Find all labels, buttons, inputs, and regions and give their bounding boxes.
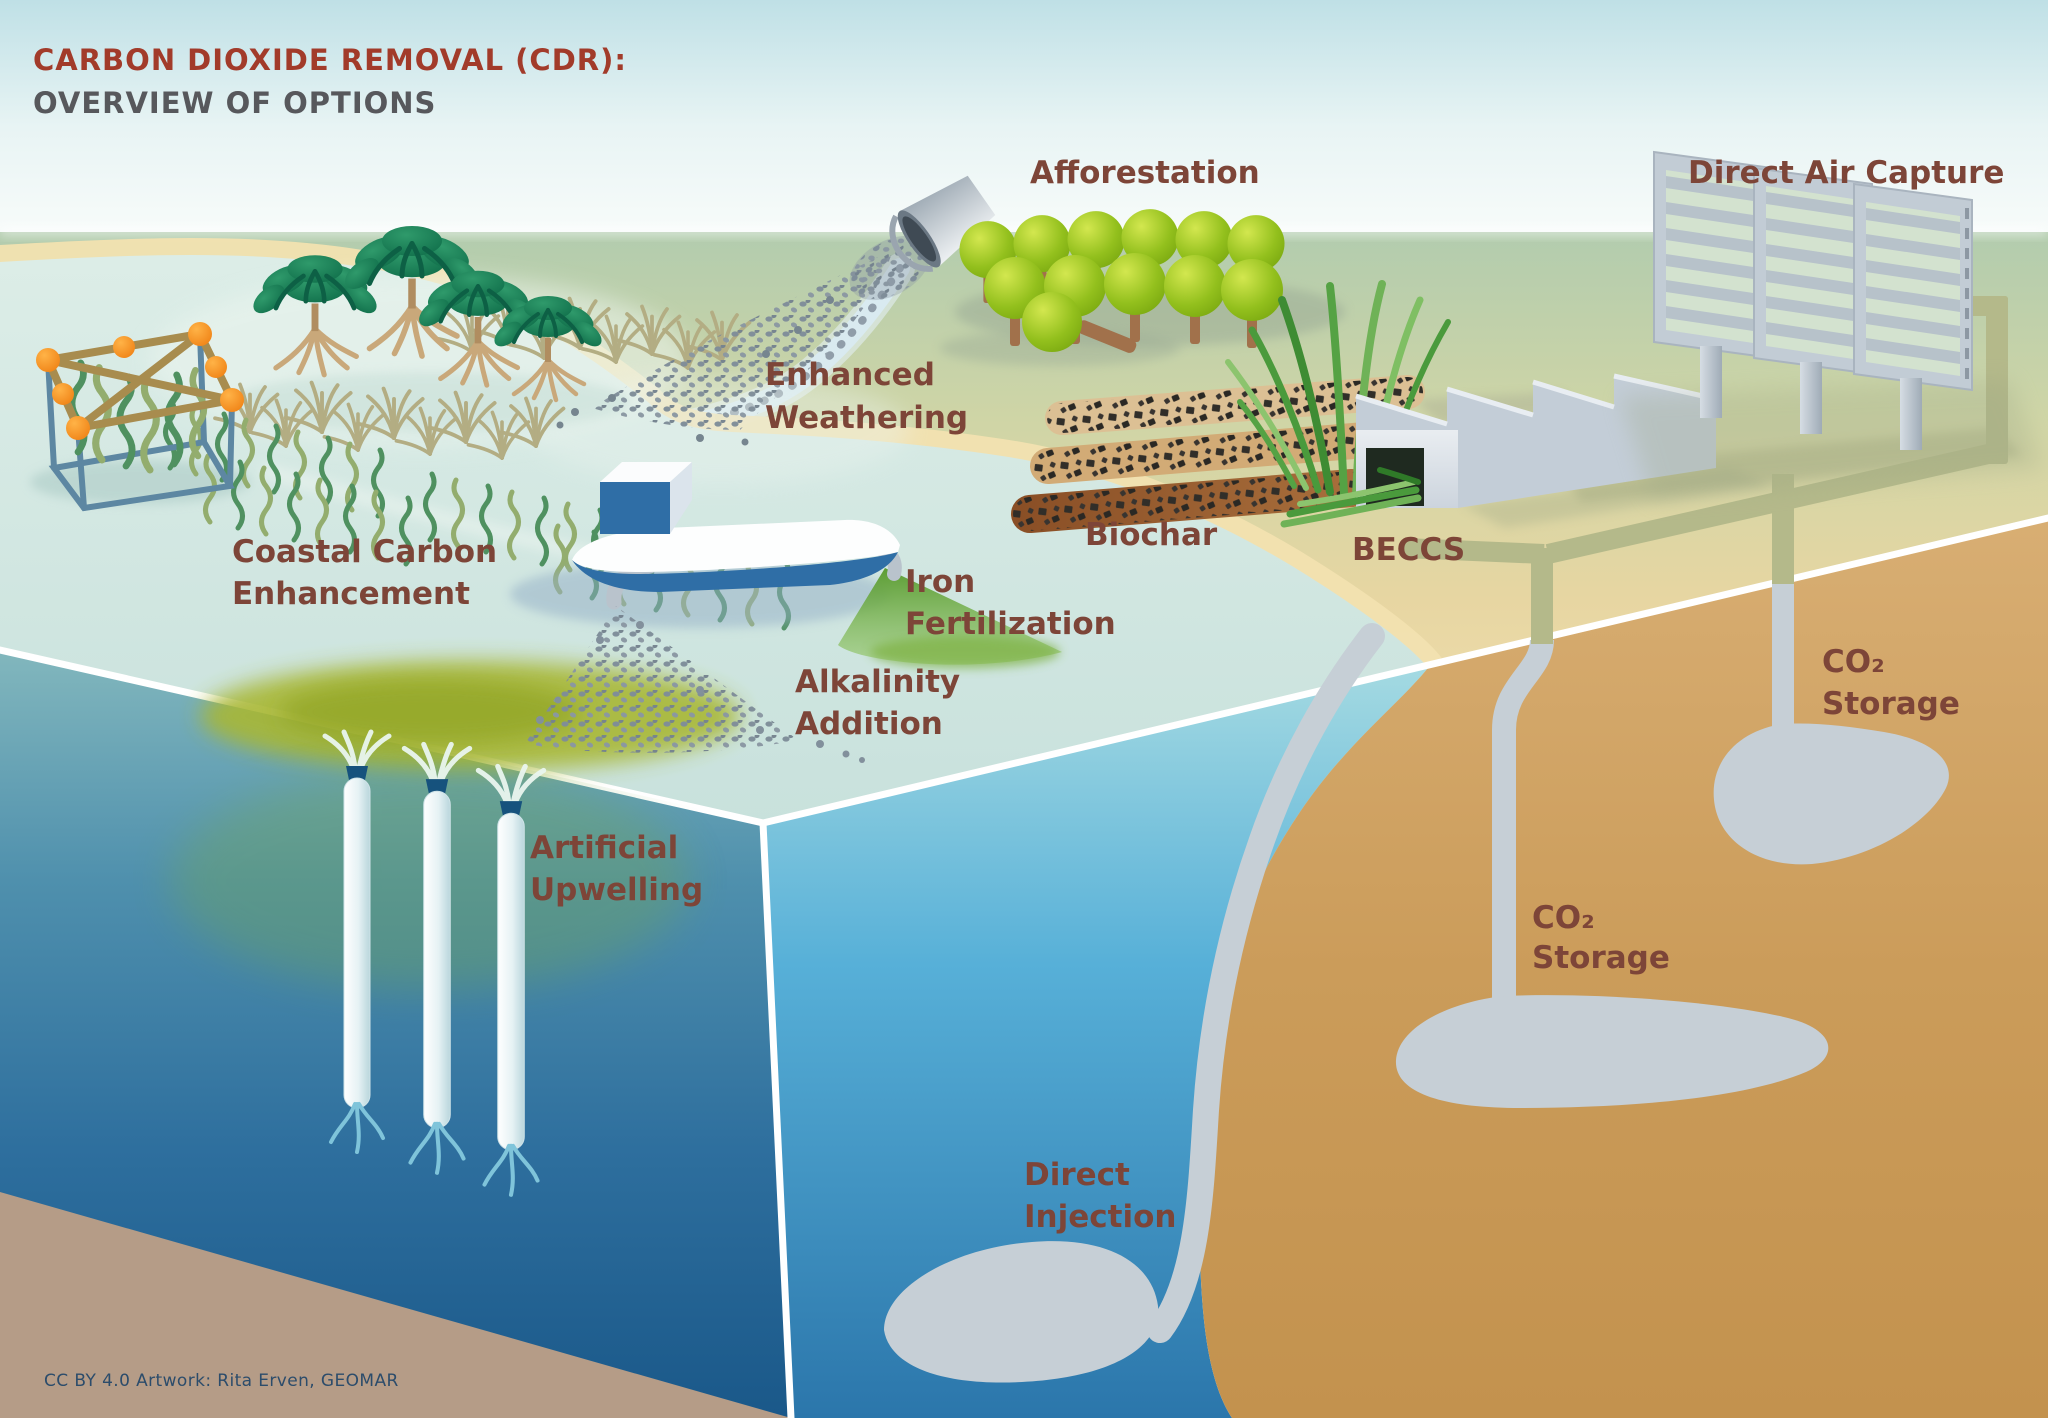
label-co2-storage-seabed-1: CO₂: [1532, 900, 1595, 936]
label-direct-injection-2: Injection: [1024, 1199, 1176, 1235]
coastal-carbon-enhancement-icon: [30, 226, 789, 628]
title-line2: OVERVIEW OF OPTIONS: [33, 86, 436, 120]
label-alkalinity-addition-2: Addition: [795, 706, 943, 742]
method-labels: Afforestation Direct Air Capture Enhance…: [232, 155, 2004, 1235]
co2-storage-land-icon: [1713, 578, 1949, 865]
label-afforestation: Afforestation: [1030, 155, 1260, 191]
label-artificial-upwelling-1: Artificial: [530, 830, 678, 866]
seafloor-sediment: [0, 1192, 791, 1418]
label-co2-storage-land-1: CO₂: [1822, 644, 1885, 680]
fallen-tree-icon: [1022, 292, 1137, 353]
label-iron-fertilization-1: Iron: [905, 564, 975, 600]
alkalinity-plume-icon: [526, 606, 865, 763]
page-title: CARBON DIOXIDE REMOVAL (CDR): OVERVIEW O…: [33, 43, 627, 120]
label-direct-air-capture: Direct Air Capture: [1688, 155, 2004, 191]
label-co2-storage-land-2: Storage: [1822, 686, 1960, 722]
label-artificial-upwelling-2: Upwelling: [530, 872, 703, 908]
iron-plume-icon: [838, 568, 1062, 668]
afforestation-icon: [940, 209, 1345, 366]
label-enhanced-weathering-1: Enhanced: [765, 357, 935, 393]
label-biochar: Biochar: [1085, 517, 1218, 553]
enhanced-weathering-icon: [556, 175, 996, 446]
buoy-icon: [36, 322, 244, 440]
co2-storage-seabed-icon: [1395, 638, 1829, 1108]
title-line1: CARBON DIOXIDE REMOVAL (CDR):: [33, 43, 627, 77]
direct-injection-pipe-icon: [884, 623, 1385, 1383]
label-beccs: BECCS: [1352, 532, 1465, 568]
artificial-upwelling-pipes-icon: [325, 732, 544, 1195]
kelp-cage-icon: [36, 322, 244, 512]
label-co2-storage-seabed-2: Storage: [1532, 940, 1670, 976]
direct-air-capture-icon: [1620, 150, 2042, 500]
label-iron-fertilization-2: Fertilization: [905, 606, 1116, 642]
label-coastal-carbon-1: Coastal Carbon: [232, 534, 497, 570]
license-credit: CC BY 4.0 Artwork: Rita Erven, GEOMAR: [44, 1371, 399, 1391]
label-direct-injection-1: Direct: [1024, 1157, 1130, 1193]
label-alkalinity-addition-1: Alkalinity: [795, 664, 960, 700]
ship-icon: [510, 462, 1062, 763]
label-enhanced-weathering-2: Weathering: [765, 400, 968, 436]
label-coastal-carbon-2: Enhancement: [232, 576, 470, 612]
bucket-icon: [889, 175, 996, 272]
